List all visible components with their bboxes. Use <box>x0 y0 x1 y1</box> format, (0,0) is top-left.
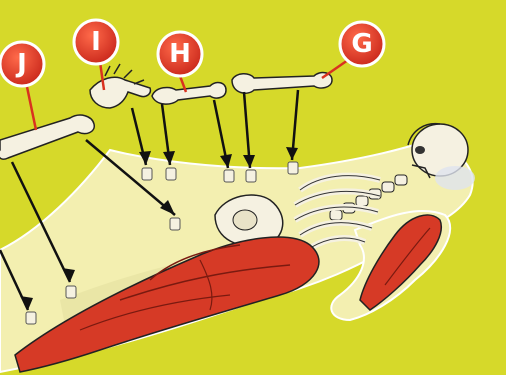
label-g-text: G <box>351 29 372 59</box>
label-badge-j: J <box>0 42 44 86</box>
label-badge-h: H <box>158 32 202 76</box>
label-badge-i: I <box>74 20 118 64</box>
label-badge-g: G <box>340 22 384 66</box>
label-h-text: H <box>169 39 191 69</box>
label-j-text: J <box>15 49 27 79</box>
label-i-text: I <box>91 27 101 57</box>
